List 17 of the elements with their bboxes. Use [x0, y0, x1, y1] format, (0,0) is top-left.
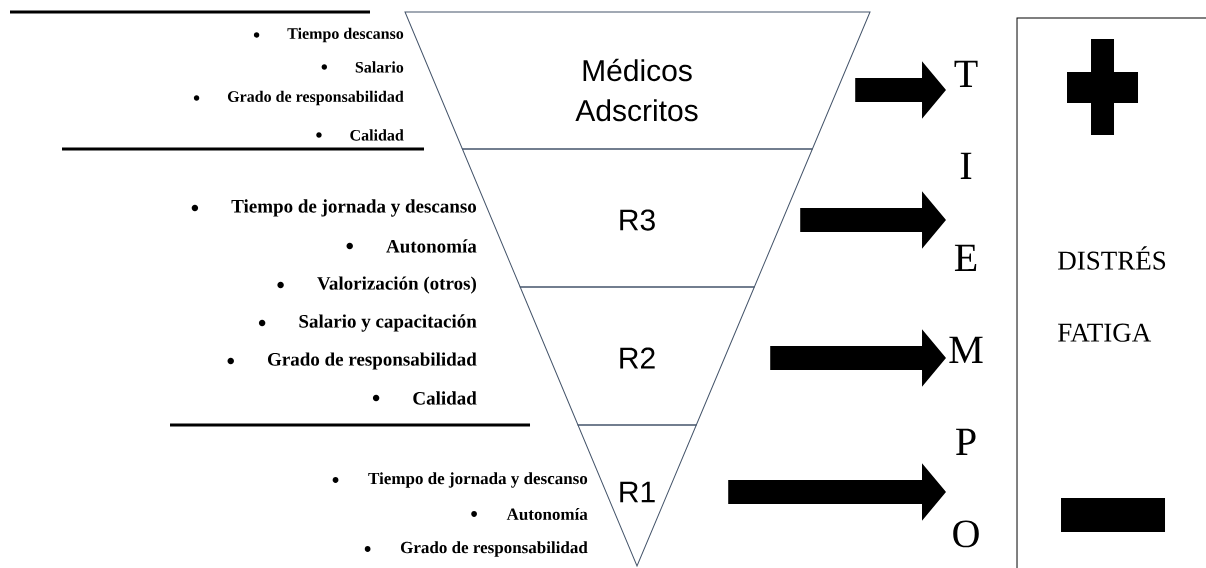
bullet-item: Tiempo de jornada y descanso: [332, 472, 588, 488]
scale-box: DISTRÉS FATIGA: [1016, 17, 1206, 568]
bullet-item: Salario y capacitación: [258, 314, 477, 332]
bullet-item: Salario: [321, 61, 404, 73]
bullet-item: Calidad: [316, 129, 404, 141]
bullet-item: Autonomía: [346, 239, 477, 253]
bullet-item: Grado de responsabilidad: [227, 352, 477, 370]
bullet-item: Autonomía: [471, 508, 588, 520]
bullet-item: Tiempo de jornada y descanso: [191, 199, 477, 217]
bullet-item: Tiempo descanso: [253, 27, 404, 43]
bullet-item: Valorización (otros): [277, 276, 476, 294]
triangle-band: R2: [519, 286, 755, 426]
bullet-item: Grado de responsabilidad: [193, 90, 404, 106]
bullet-item: Calidad: [372, 391, 477, 405]
bullet-item: Grado de responsabilidad: [364, 541, 588, 557]
triangle-band: Médicos Adscritos: [404, 11, 871, 150]
vertical-word: T I E M P O: [949, 60, 983, 548]
